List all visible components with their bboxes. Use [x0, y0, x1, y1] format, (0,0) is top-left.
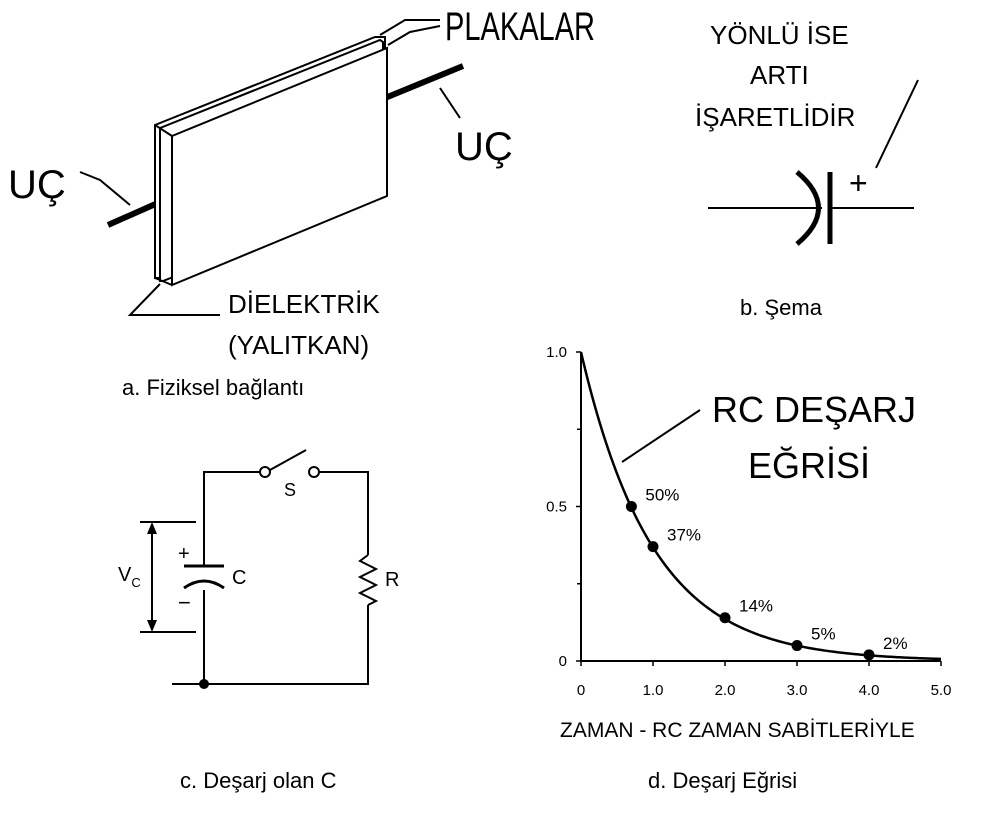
panel-c-circuit: S C + − R VC c. Deşarj olan C	[118, 449, 399, 793]
switch-label: S	[284, 480, 296, 500]
curved-plate	[795, 170, 821, 246]
panel-b-caption: b. Şema	[740, 295, 823, 320]
circuit-wire-bottom	[203, 590, 369, 685]
x-tick-label: 1.0	[643, 682, 664, 699]
switch-contact-right	[308, 466, 320, 478]
plates-label: PLAKALAR	[445, 5, 595, 49]
plate-edge	[154, 124, 173, 137]
y-tick-label: 0.5	[546, 499, 567, 516]
panel-c-caption: c. Deşarj olan C	[180, 768, 337, 793]
panel-a-physical: PLAKALAR UÇ UÇ DİELEKTRİK (YALITKAN) a. …	[8, 5, 595, 400]
data-label: 50%	[645, 486, 679, 505]
y-tick-label: 1.0	[546, 344, 567, 361]
discharge-curve	[579, 351, 942, 661]
circuit-wire	[203, 471, 262, 565]
data-point	[625, 501, 637, 512]
panel-a-caption: a. Fiziksel bağlantı	[122, 375, 304, 400]
panel-b-schematic: YÖNLÜ İSE ARTI İŞARETLİDİR + b. Şema	[695, 20, 919, 320]
capacitor-plate-bottom	[183, 579, 225, 590]
right-lead-label: UÇ	[455, 125, 513, 169]
right-lead-wire	[383, 63, 465, 101]
right-uc-leader	[439, 87, 461, 119]
data-label: 14%	[739, 597, 773, 616]
junction-dot	[199, 679, 209, 689]
resistor-label: R	[385, 569, 399, 591]
capacitor-label: C	[232, 567, 246, 589]
title-leader	[621, 409, 701, 463]
switch-contact-left	[259, 466, 271, 478]
polarity-note-line1: YÖNLÜ İSE	[710, 20, 849, 50]
panel-d-caption: d. Deşarj Eğrisi	[648, 768, 797, 793]
dielectric-sub-label: (YALITKAN)	[228, 330, 369, 360]
left-lead-label: UÇ	[8, 163, 66, 207]
data-point	[863, 649, 875, 661]
voltage-arrow-head-up	[147, 522, 157, 534]
chart-title-line1: RC DEŞARJ	[712, 389, 916, 430]
data-point	[719, 612, 731, 624]
left-uc-leader	[79, 171, 131, 206]
data-points: 50% 37% 14% 5% 2%	[625, 486, 908, 661]
x-tick-label: 3.0	[787, 682, 808, 699]
chart-title-line2: EĞRİSİ	[748, 445, 870, 486]
panel-d-chart: 0 1.0 2.0 3.0 4.0 5.0 0 0.5 1.0 50% 37% 14% 5% 2% RC…	[546, 344, 951, 793]
voltage-arrow-head-down	[147, 620, 157, 632]
plates-leader-2	[387, 25, 441, 46]
polarity-leader	[875, 79, 919, 169]
voltage-label: VC	[118, 564, 141, 590]
data-point	[791, 640, 803, 652]
data-label: 37%	[667, 526, 701, 545]
resistor-zigzag	[357, 554, 379, 606]
capacitor-plus: +	[178, 543, 190, 565]
front-plate	[171, 46, 388, 287]
axis-ticks: 0 1.0 2.0 3.0 4.0 5.0 0 0.5 1.0	[546, 344, 951, 699]
x-tick-label: 4.0	[859, 682, 880, 699]
plates-leader	[379, 19, 440, 36]
left-lead-wire	[106, 199, 162, 228]
data-point	[647, 541, 659, 553]
plate-edge-bottom	[154, 277, 173, 286]
capacitor-minus: −	[178, 590, 191, 615]
x-tick-label: 5.0	[931, 682, 952, 699]
y-tick-label: 0	[559, 653, 567, 670]
switch-blade	[269, 449, 307, 471]
dielectric-leader	[127, 283, 220, 316]
circuit-wire-right	[317, 471, 369, 555]
data-label: 5%	[811, 625, 836, 644]
x-tick-label: 0	[577, 682, 585, 699]
polarity-note-line2: ARTI	[750, 60, 809, 90]
data-label: 2%	[883, 634, 908, 653]
x-tick-label: 2.0	[715, 682, 736, 699]
x-axis-label: ZAMAN - RC ZAMAN SABİTLERİYLE	[560, 719, 915, 742]
dielectric-label: DİELEKTRİK	[228, 289, 380, 319]
polarity-note-line3: İŞARETLİDİR	[695, 102, 855, 132]
plus-sign: +	[849, 165, 868, 201]
